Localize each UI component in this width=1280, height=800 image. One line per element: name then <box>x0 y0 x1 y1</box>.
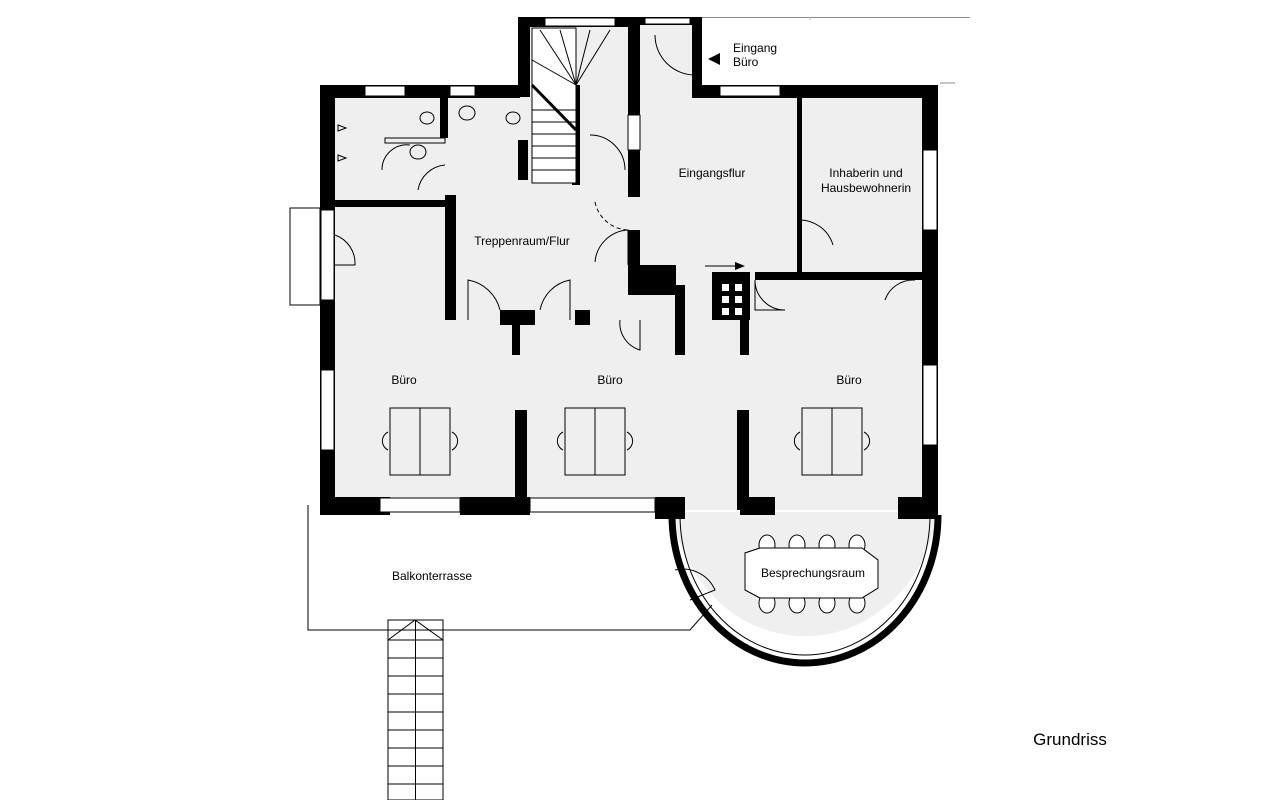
room-label-balcony: Balkonterrasse <box>392 569 472 583</box>
room-label-stair-hall: Treppenraum/Flur <box>474 234 570 248</box>
room-label-office-right: Büro <box>836 373 862 387</box>
doors <box>334 34 916 601</box>
room-label-entrance-hall: Eingangsflur <box>679 166 746 180</box>
meeting-table <box>744 534 879 614</box>
arrow-left-icon <box>708 53 720 65</box>
chimney-vents <box>722 284 742 315</box>
office-desks <box>381 407 871 476</box>
exterior-stairs <box>387 619 444 800</box>
room-label-meeting-room: Besprechungsraum <box>761 566 865 580</box>
interior-walls <box>335 85 922 510</box>
entrance-label: Eingang <box>733 41 777 55</box>
side-porch <box>289 207 321 306</box>
bay-wall <box>668 514 942 667</box>
balcony-terrace <box>307 505 713 631</box>
windows <box>320 17 938 513</box>
sanitary-fixtures <box>337 105 521 162</box>
room-label-office-middle: Büro <box>597 373 623 387</box>
interior-staircase <box>530 27 611 184</box>
room-label-owner: Inhaberin und <box>829 166 902 180</box>
direction-arrow-icon <box>705 262 745 270</box>
entrance-label: Büro <box>733 55 759 69</box>
room-label-owner: Hausbewohnerin <box>821 181 911 195</box>
plan-caption: Grundriss <box>1033 730 1107 749</box>
room-label-office-left: Büro <box>391 373 417 387</box>
